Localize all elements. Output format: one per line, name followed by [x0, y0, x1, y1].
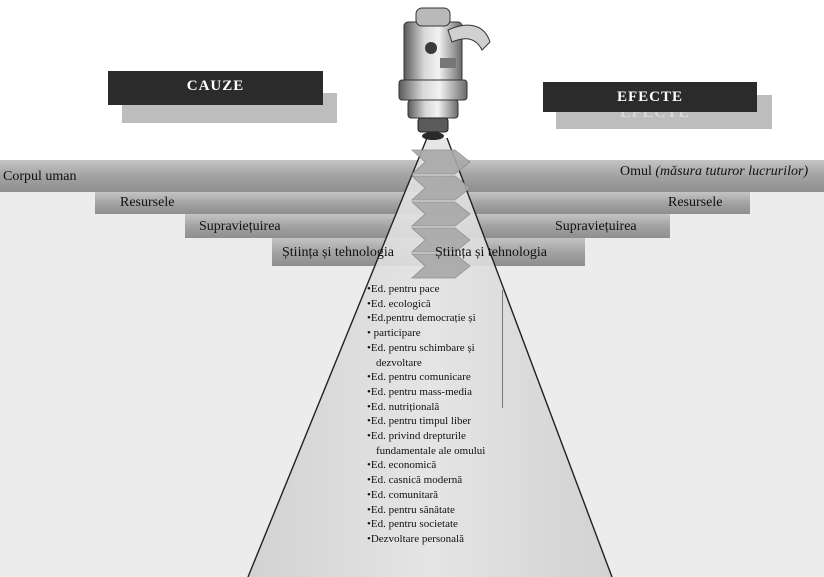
projector-icon	[398, 7, 491, 140]
left-step-1: Corpul uman	[3, 169, 77, 184]
list-divider	[502, 290, 503, 408]
list-item: •Ed. comunitară	[367, 488, 439, 501]
effects-header-label: EFECTE	[616, 89, 683, 105]
causes-header: CAUZE	[108, 71, 323, 105]
list-item: •Ed. pentru sănătate	[367, 503, 455, 516]
right-step-1-main: Omul	[620, 164, 652, 179]
list-item: •Ed. casnică modernă	[367, 474, 463, 487]
right-step-2: Resursele	[668, 195, 723, 210]
list-item: •Ed. economică	[367, 459, 437, 472]
chevron-arrows	[410, 149, 471, 279]
list-item: •Ed. pentru mass-media	[367, 385, 472, 398]
list-item: fundamentale ale omului	[376, 444, 486, 457]
right-step-1-note: (măsura tuturor lucrurilor)	[655, 164, 809, 179]
right-step-4: Știința și tehnologia	[435, 245, 547, 260]
list-item: •Ed. nutrițională	[367, 400, 440, 413]
list-item: dezvoltare	[376, 356, 422, 369]
list-item: •Ed. pentru timpul liber	[367, 415, 472, 428]
left-step-2: Resursele	[120, 195, 175, 210]
list-item: • participare	[367, 327, 421, 340]
list-item: •Ed. privind drepturile	[367, 430, 466, 443]
right-step-3: Supraviețuirea	[555, 219, 637, 234]
list-item: •Ed. pentru schimbare și	[367, 341, 475, 354]
list-item: •Dezvoltare personală	[367, 532, 464, 545]
list-item: •Ed.pentru democrație și	[367, 312, 476, 325]
left-step-3: Supraviețuirea	[199, 219, 281, 234]
education-list: •Ed. pentru pace •Ed. ecologică •Ed.pent…	[367, 282, 507, 547]
list-item: •Ed. ecologică	[367, 297, 431, 310]
causes-header-label: CAUZE	[186, 78, 245, 94]
right-step-1: Omul (măsura tuturor lucrurilor)	[620, 163, 808, 181]
list-item: •Ed. pentru societate	[367, 518, 458, 531]
effects-header: EFECTE	[543, 82, 757, 112]
list-item: •Ed. pentru comunicare	[367, 371, 471, 384]
light-cone	[248, 138, 612, 577]
left-step-4: Știința și tehnologia	[282, 245, 394, 260]
list-item: •Ed. pentru pace	[367, 283, 440, 295]
